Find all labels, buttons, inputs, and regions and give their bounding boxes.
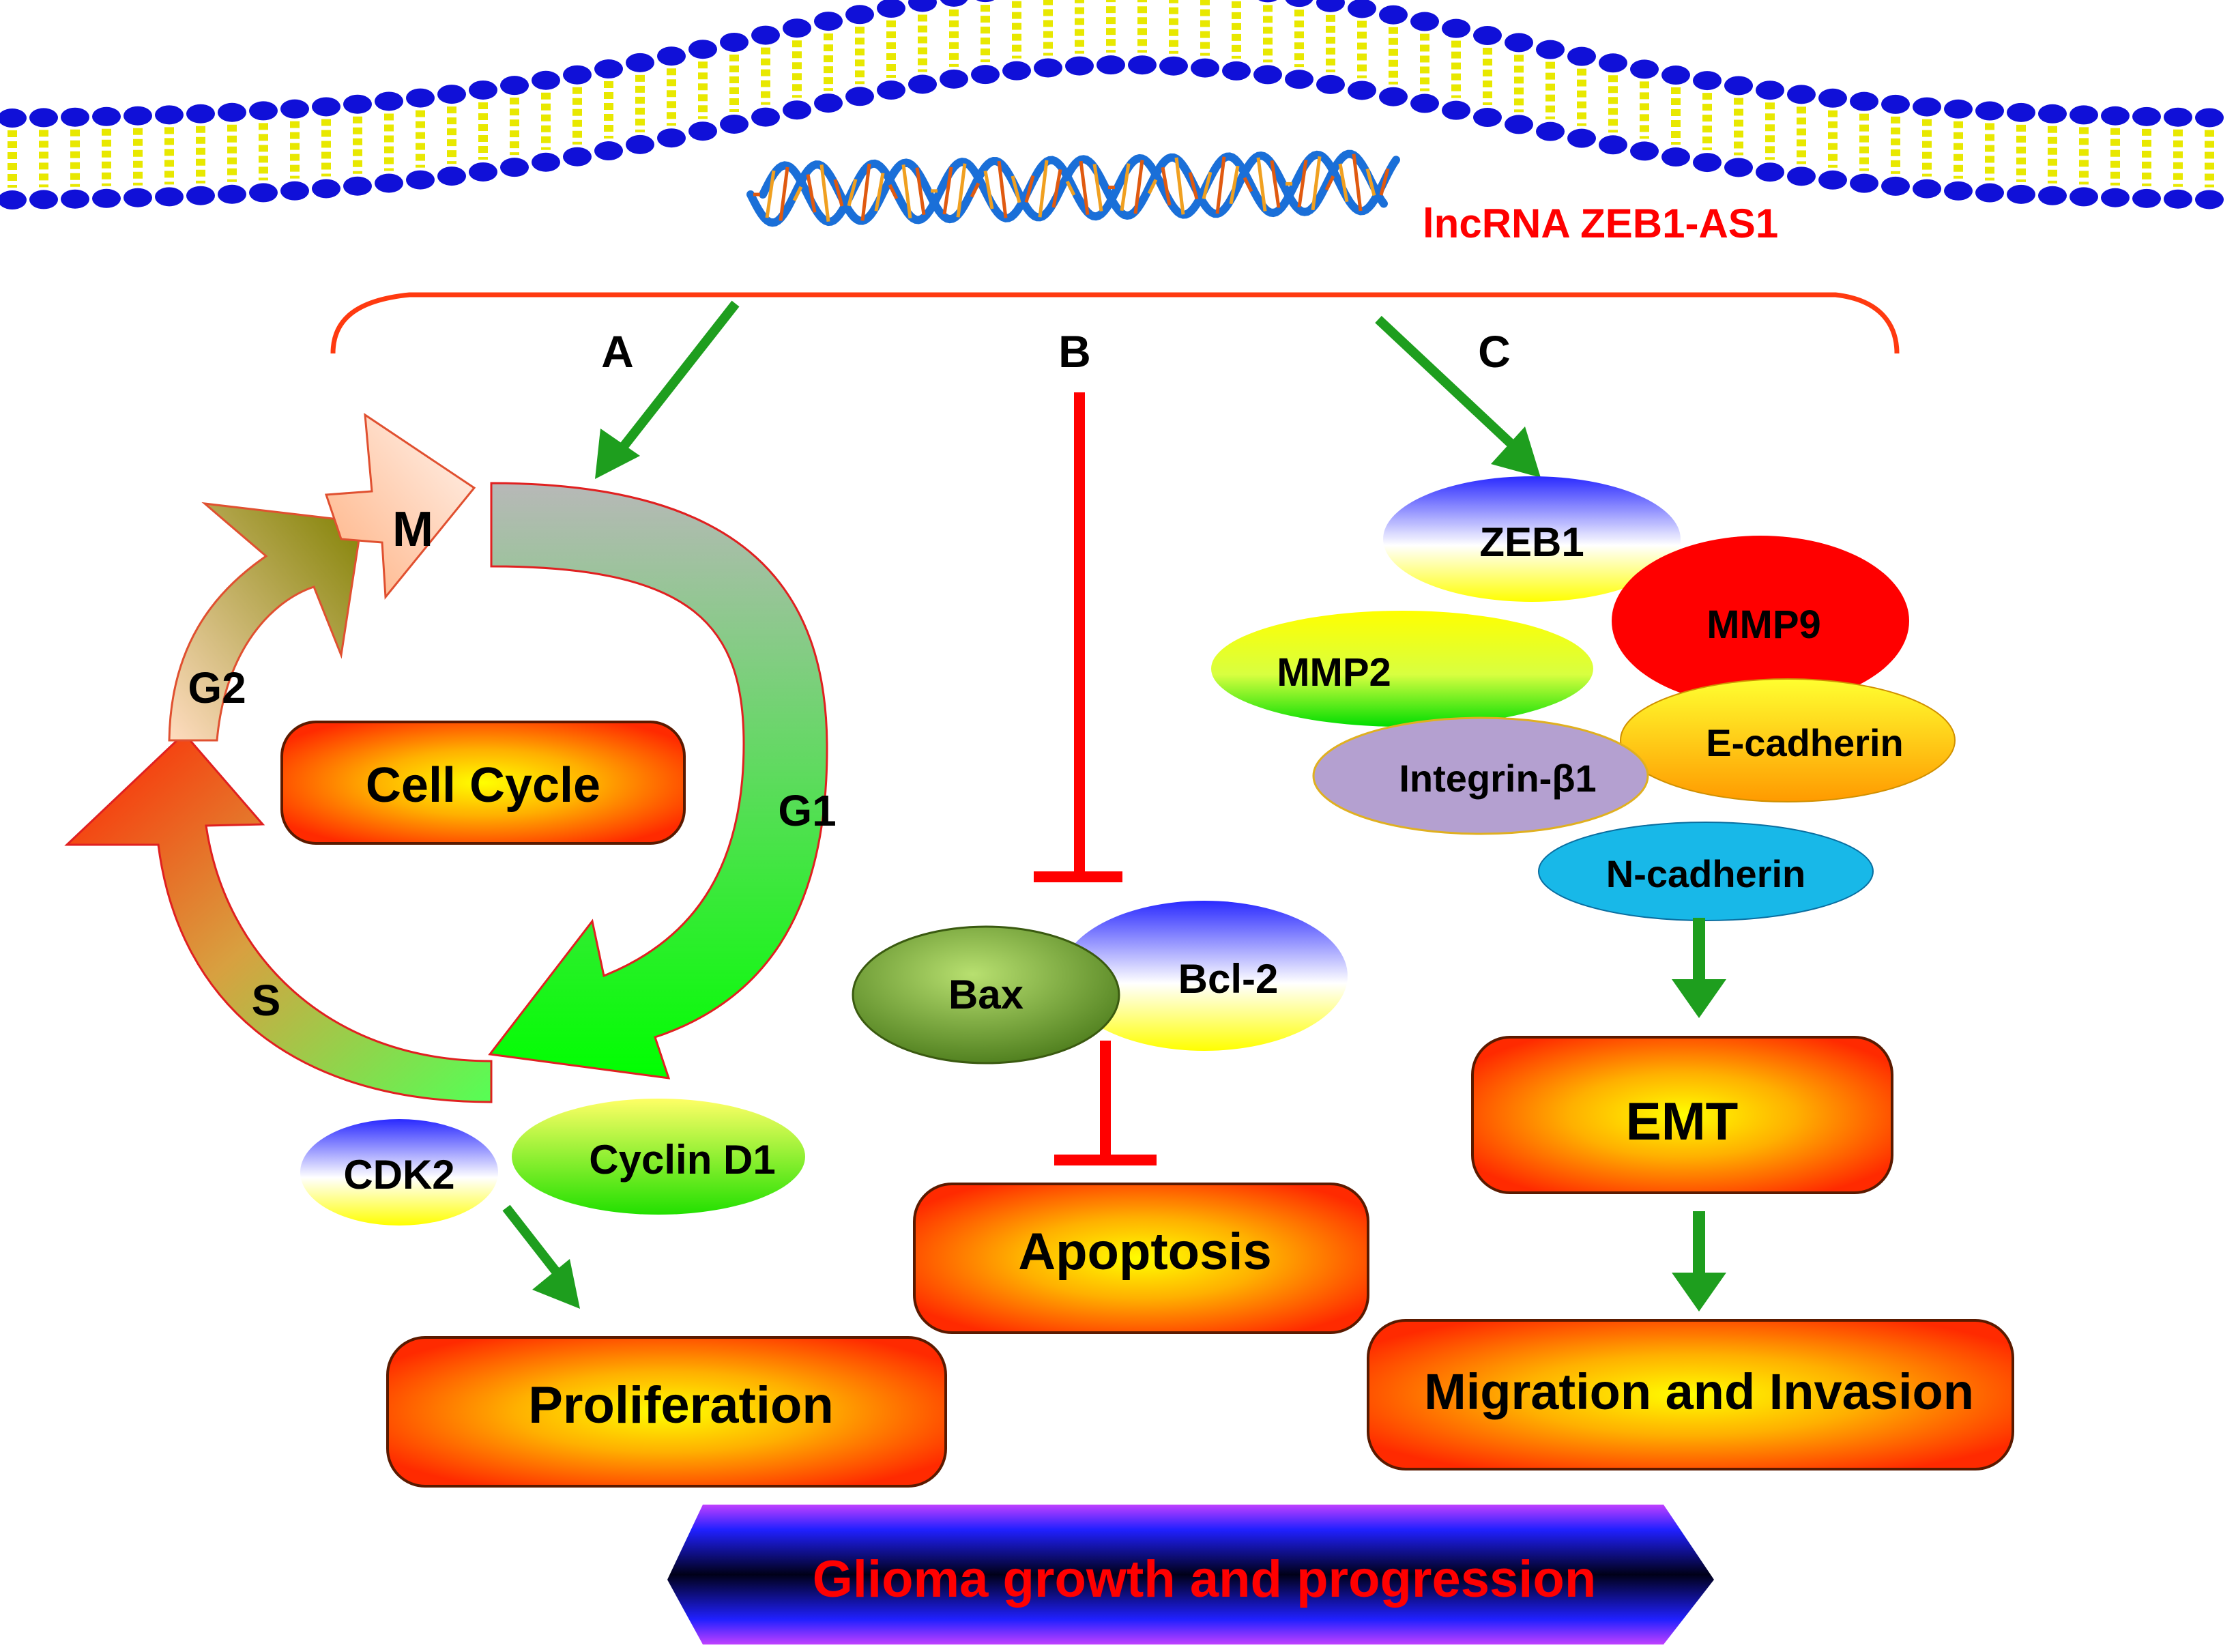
proliferation-box [386,1336,947,1488]
n-cadherin-label: N-cadherin [1606,852,1806,895]
branch-label-c: C [1478,326,1511,377]
proliferation-arrow [502,1204,564,1279]
cell-cycle-box [280,721,686,845]
arrowhead-icon [595,429,640,479]
bax-label: Bax [948,972,1023,1017]
migration-box [1367,1319,2014,1470]
glioma-banner-label: Glioma growth and progression [813,1550,1597,1608]
bcl2-ellipse [1061,901,1348,1051]
bax-ellipse [852,925,1120,1064]
phase-g1-label: G1 [778,786,836,835]
integrin-label: Integrin-β1 [1399,757,1596,800]
migration-label: Migration and Invasion [1424,1363,1974,1420]
branch-label-b: B [1058,326,1091,377]
cyclin-d1-ellipse [512,1099,805,1215]
cdk2-label: CDK2 [343,1152,454,1198]
arrowhead-icon [1672,1273,1726,1312]
cyclin-d1-label: Cyclin D1 [589,1137,775,1183]
cell-cycle-title: Cell Cycle [366,758,600,813]
zeb1-label: ZEB1 [1479,519,1584,565]
arrowhead-icon [1672,979,1726,1018]
mmp2-label: MMP2 [1277,650,1391,695]
mmp9-ellipse [1612,536,1909,706]
glioma-banner [667,1505,1714,1644]
integrin-ellipse [1312,716,1649,835]
promote-arrow-c [1375,315,1522,454]
zeb1-ellipse [1383,476,1681,602]
phase-s-label: S [252,976,281,1025]
e-cadherin-ellipse [1620,678,1956,802]
m-arrow-icon [324,413,476,600]
branch-label-a: A [601,326,634,377]
emt-label: EMT [1626,1091,1739,1151]
phase-g2-label: G2 [188,663,246,712]
g1-arrow-icon [488,482,828,1079]
proliferation-label: Proliferation [528,1376,834,1434]
promote-arrow-a [610,300,740,462]
arrowhead-icon [532,1259,580,1309]
mmp9-label: MMP9 [1707,603,1821,647]
n-cadherin-ellipse [1538,822,1874,921]
arrowhead-icon [1491,426,1541,478]
emt-box [1471,1036,1893,1194]
bcl2-label: Bcl-2 [1178,956,1279,1002]
apoptosis-label: Apoptosis [1018,1223,1272,1281]
regulation-bracket [330,292,1900,354]
cdk2-ellipse [300,1119,498,1226]
e-cadherin-label: E-cadherin [1706,721,1903,764]
phase-m-label: M [392,502,433,557]
s-arrow-icon [64,731,493,1103]
lncrna-title: lncRNA ZEB1-AS1 [1423,201,1778,246]
dna-helix-icon [746,149,1400,227]
mmp2-ellipse [1211,611,1593,727]
cell-membrane [0,0,2224,210]
cell-cycle-diagram: M G1 G2 S Cell Cycle [64,413,837,1103]
apoptosis-box [913,1183,1369,1334]
